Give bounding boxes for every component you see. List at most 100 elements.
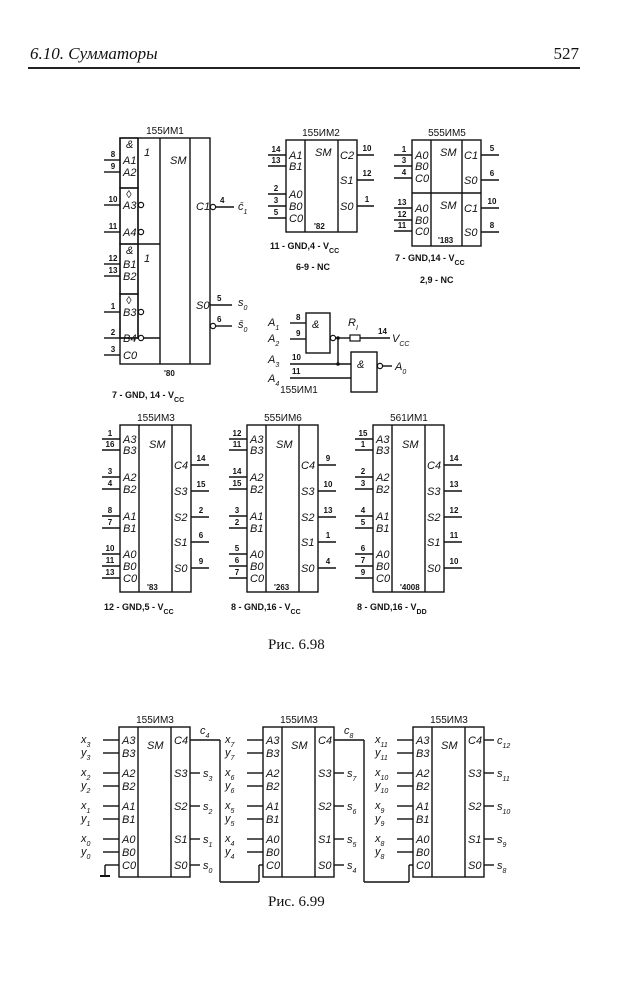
part-number: '263 — [274, 583, 290, 592]
pin-label: A3 — [415, 735, 430, 747]
inversion-bubble — [209, 322, 217, 330]
pin-label: B3 — [266, 748, 280, 760]
chip-155im3-body — [119, 424, 192, 593]
pin-number: 11 — [233, 440, 242, 449]
page-number: 527 — [553, 44, 580, 63]
sm-label: SM — [315, 147, 332, 159]
pin-label: A3 — [122, 200, 137, 212]
pin-label: S0 — [196, 300, 210, 312]
sm-label: SM — [402, 439, 419, 451]
pin-label: C4 — [468, 735, 482, 747]
power-note: 8 - GND,16 - VCC — [231, 602, 301, 616]
pin-number: 14 — [272, 145, 281, 154]
sm-label: SM — [147, 740, 164, 752]
pin-label: B1 — [123, 523, 136, 535]
pin-label: B3 — [250, 445, 264, 457]
input-a2: A2 — [267, 333, 279, 348]
input-signal: y6 — [224, 780, 235, 795]
or-symbol: 1 — [144, 147, 150, 159]
input-a4: A4 — [267, 373, 279, 388]
pin-number: 12 — [450, 506, 459, 515]
pin-number: 1 — [361, 440, 366, 449]
pin-number: 7 — [235, 568, 240, 577]
pin-label: S3 — [174, 486, 188, 498]
power-note: 8 - GND,16 - VDD — [357, 602, 427, 616]
pin-label: C4 — [174, 460, 188, 472]
pin-label: S2 — [427, 512, 440, 524]
pin-label: S3 — [427, 486, 441, 498]
input-signal: x10 — [374, 767, 388, 782]
pin-number: 1 — [108, 429, 113, 438]
pin-number: 3 — [108, 467, 113, 476]
part-number: '83 — [147, 583, 158, 592]
pin-label: S3 — [468, 768, 482, 780]
sm-label: SM — [291, 740, 308, 752]
input-signal: x4 — [224, 833, 235, 848]
pin-label: B2 — [376, 484, 389, 496]
pin-number: 8 — [111, 150, 116, 159]
pin-number: 11 — [398, 221, 407, 230]
sum-signal: s11 — [497, 768, 510, 783]
cascade-chip-body — [118, 726, 191, 878]
pin-label: B1 — [250, 523, 263, 535]
pin-label: S3 — [301, 486, 315, 498]
pin-number: 12 — [398, 210, 407, 219]
pin-number: 13 — [109, 266, 118, 275]
power-note: 7 - GND, 14 - VCC — [112, 390, 184, 404]
pin-number: 7 — [361, 556, 366, 565]
pin-number: 9 — [199, 557, 204, 566]
output-a0: A0 — [394, 361, 406, 376]
pin-label: A3 — [122, 434, 137, 446]
sm-label: SM — [149, 439, 166, 451]
pin-number: 14 — [197, 454, 206, 463]
input-signal: x7 — [224, 734, 236, 749]
pin-number: 15 — [197, 480, 206, 489]
input-signal: x5 — [224, 800, 235, 815]
pin-number: 14 — [233, 467, 242, 476]
input-signal: y8 — [374, 846, 385, 861]
inv-symbol: ◊ — [126, 295, 132, 307]
pin-label: A0 — [414, 150, 429, 162]
pin-number: 16 — [106, 440, 115, 449]
pin-label: A4 — [122, 227, 136, 239]
gate-2-output-bubble — [376, 362, 384, 370]
pin-number: 8 — [296, 313, 301, 322]
pin-number: 8 — [108, 506, 113, 515]
cascade-chip-body — [412, 726, 485, 878]
pin-label: A0 — [121, 834, 136, 846]
pin-label: B0 — [250, 561, 264, 573]
pin-label: C0 — [123, 573, 138, 585]
resistor-icon — [349, 334, 361, 342]
pin-label: C0 — [122, 860, 137, 872]
pin-label: A1 — [249, 511, 263, 523]
pin-label: A1 — [288, 150, 302, 162]
sum-signal: s2 — [203, 801, 213, 816]
pin-number: 2 — [361, 467, 366, 476]
sum-signal: s1 — [203, 834, 213, 849]
pin-number: 6 — [199, 531, 204, 540]
sm-label: SM — [276, 439, 293, 451]
chip-title-561im1: 561ИМ1 — [390, 413, 428, 424]
figure-caption-6-98: Рис. 6.98 — [268, 637, 325, 653]
inversion-bubble — [137, 228, 145, 236]
pin-number: 5 — [217, 294, 222, 303]
pin-number: 13 — [398, 198, 407, 207]
sum-signal: s0 — [203, 860, 213, 875]
input-signal: x3 — [80, 734, 91, 749]
pin-label: A0 — [375, 549, 390, 561]
pin-label: S0 — [301, 563, 315, 575]
pin-label: S1 — [301, 537, 314, 549]
pin-label: B1 — [376, 523, 389, 535]
part-number: '183 — [438, 236, 454, 245]
pin-number: 13 — [106, 568, 115, 577]
pin-label: B2 — [122, 781, 135, 793]
pin-number: 5 — [361, 518, 366, 527]
pin-label: S0 — [174, 563, 188, 575]
pin-label: S3 — [174, 768, 188, 780]
pin-label: A3 — [249, 434, 264, 446]
pin-label: A3 — [265, 735, 280, 747]
pin-label: B2 — [266, 781, 279, 793]
sum-signal: s7 — [347, 768, 358, 783]
